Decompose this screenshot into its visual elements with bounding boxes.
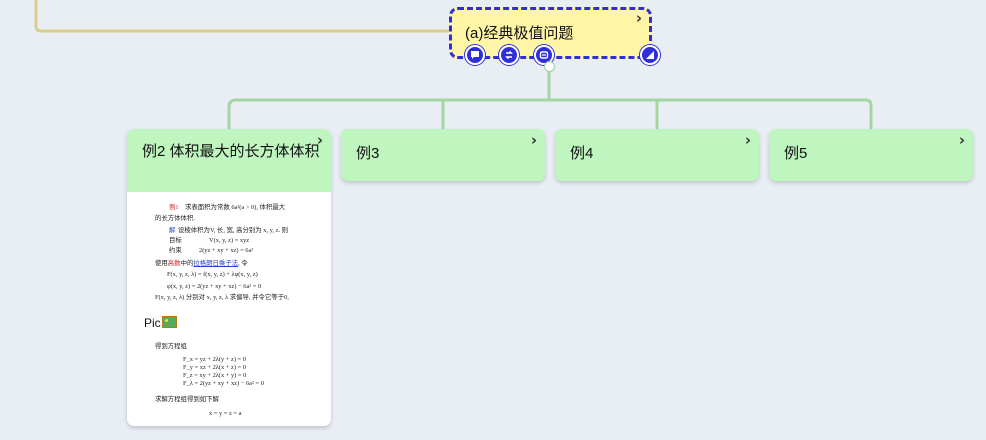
doc-text-part: 中的	[180, 260, 194, 267]
doc-text: 得到方程组	[155, 343, 187, 350]
doc-text-part: 使用	[155, 260, 168, 267]
doc-text-part: 高数	[167, 260, 181, 267]
card-title: 例4	[570, 145, 594, 162]
pic-label-row: Pic	[144, 316, 177, 330]
card-title: 例2 体积最大的长方体体积	[142, 143, 320, 160]
card-header: 例2 体积最大的长方体体积 ›	[127, 129, 331, 192]
doc-equation: F_x = yz + 2λ(y + z) = 0	[183, 356, 246, 363]
chevron-right-icon[interactable]: ›	[530, 131, 537, 149]
doc-text: 解	[169, 227, 176, 234]
doc-text: 求表面积为常数 6a²(a > 0), 体积最大	[185, 204, 286, 211]
child-card-example-5[interactable]: 例5 ›	[769, 129, 973, 181]
doc-text: 2(yz + xy + xz) = 6a²	[199, 247, 254, 254]
doc-text-part: , 令	[238, 260, 248, 267]
pic-label: Pic	[144, 316, 161, 330]
card-title: 例3	[356, 145, 380, 162]
connector-from-parent-topic	[34, 0, 449, 33]
doc-text: V(x, y, z) = xyz	[209, 237, 250, 244]
comment-icon[interactable]	[465, 45, 485, 65]
child-card-example-2[interactable]: 例2 体积最大的长方体体积 › 例1 求表面积为常数 6a²(a > 0), 体…	[127, 129, 331, 426]
sync-icon[interactable]	[534, 45, 554, 65]
chevron-right-icon[interactable]: ›	[316, 131, 323, 149]
doc-equation: F_y = xz + 2λ(x + z) = 0	[183, 364, 246, 371]
connector-to-card-1	[227, 98, 237, 129]
collapse-toggle[interactable]	[544, 61, 555, 72]
picture-icon	[161, 316, 177, 328]
doc-text: φ(x, y, z) = 2(yz + xy + xz) − 6a² = 0	[167, 283, 262, 290]
child-card-example-3[interactable]: 例3 ›	[341, 129, 545, 181]
doc-text: 设棱体积为V, 长, 宽, 高分别为 x, y, z. 则	[178, 227, 289, 234]
doc-equation: x = y = z = a	[209, 410, 242, 417]
doc-equation: F_λ = 2(yz + xy + xz) − 6a² = 0	[183, 380, 264, 387]
doc-text: 约束	[169, 247, 182, 254]
topic-node-title: (a)经典极值问题	[465, 25, 574, 42]
doc-text: 目标	[169, 237, 182, 244]
chevron-right-icon[interactable]: ›	[958, 131, 965, 149]
chevron-right-icon[interactable]: ›	[744, 131, 751, 149]
doc-text: 使用高数中的拉格朗日乘子法, 令	[155, 260, 248, 267]
attached-document-image: 例1 求表面积为常数 6a²(a > 0), 体积最大 的长方体体积. 解 设棱…	[127, 192, 331, 426]
doc-text: F(x, y, z, λ) 分别对 x, y, z, λ 求偏导, 并令它等于0…	[155, 294, 289, 301]
doc-text: F(x, y, z, λ) = f(x, y, z) + λφ(x, y, z)	[167, 271, 258, 278]
child-card-example-4[interactable]: 例4 ›	[555, 129, 759, 181]
link-icon[interactable]	[499, 45, 519, 65]
doc-text: 例1	[169, 204, 179, 211]
doc-text: 的长方体体积.	[155, 215, 195, 222]
doc-equation: F_z = xy + 2λ(x + y) = 0	[183, 372, 247, 379]
connector-bar	[236, 98, 873, 106]
card-title: 例5	[784, 145, 808, 162]
chevron-right-icon[interactable]: ›	[635, 9, 642, 27]
doc-text-link: 拉格朗日乘子法	[193, 260, 239, 267]
doc-text: 求解方程组得到如下解	[155, 396, 219, 403]
resize-icon[interactable]	[640, 45, 660, 65]
